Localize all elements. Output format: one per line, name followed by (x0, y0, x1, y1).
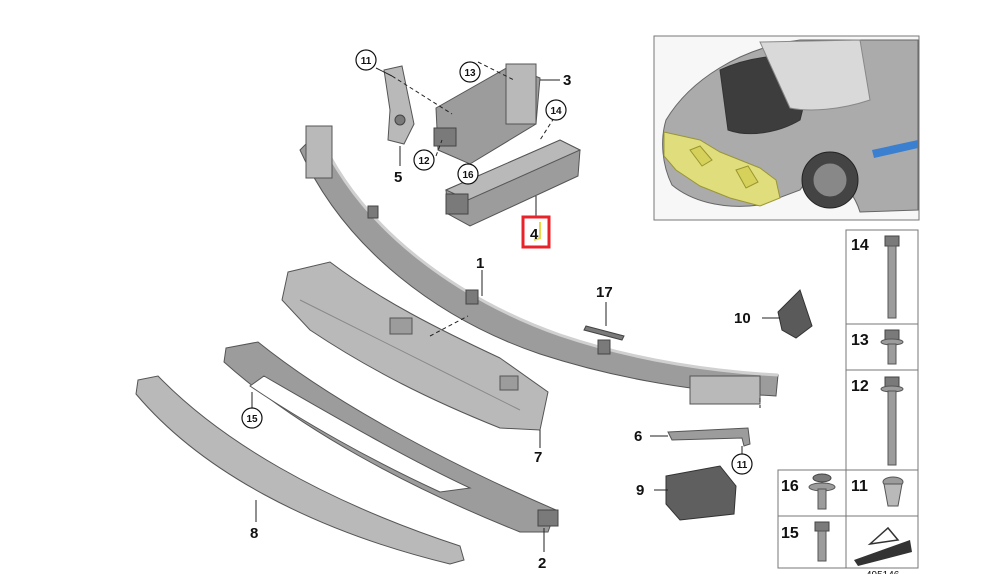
callout-16: 16 (457, 163, 479, 185)
highlight-box-4 (521, 215, 551, 249)
fastener-label-11: 11 (851, 478, 868, 495)
svg-text:12: 12 (418, 156, 430, 167)
svg-text:16: 16 (462, 170, 474, 181)
part-1-carrier (299, 125, 779, 405)
fastener-cell-13 (845, 323, 919, 371)
callout-5: 5 (394, 169, 402, 186)
part-7-absorber (281, 261, 549, 431)
svg-text:11: 11 (361, 56, 372, 67)
fastener-cell-16 (777, 469, 847, 517)
fastener-label-12: 12 (851, 378, 869, 395)
car-windshield (759, 39, 871, 111)
bolt-14-icon (884, 235, 900, 319)
callout-17: 17 (596, 284, 613, 301)
callout-1: 1 (476, 255, 484, 272)
callout-11-top: 11 (355, 49, 377, 71)
callout-7: 7 (534, 449, 542, 466)
part-4-deformation-element (444, 139, 582, 227)
part-17-pin (583, 325, 625, 341)
car-wheel-rim (812, 162, 848, 198)
fastener-symbol-icon (854, 526, 912, 566)
bolt-13-icon (880, 329, 904, 365)
callout-12: 12 (413, 149, 435, 171)
part-6-bracket (667, 427, 751, 447)
bolt-12-icon (880, 376, 904, 466)
fastener-cell-14 (845, 229, 919, 325)
callout-9: 9 (636, 482, 644, 499)
svg-text:11: 11 (737, 460, 748, 471)
part-3-bracket (433, 63, 541, 165)
fastener-label-13: 13 (851, 332, 869, 349)
part-2-frame (223, 341, 559, 533)
fastener-cell-15 (777, 515, 847, 569)
part-9-block (665, 465, 737, 521)
part-10-clip (777, 289, 813, 339)
part-5-plate (383, 65, 415, 145)
screw-16-icon (808, 473, 836, 510)
callout-14: 14 (545, 99, 567, 121)
callout-10: 10 (734, 310, 751, 327)
callout-4: 4 (530, 226, 539, 243)
car-blue-accent (872, 140, 918, 158)
fastener-panel: 14 13 12 16 11 15 (777, 229, 919, 569)
car-inset (653, 35, 920, 221)
callout-6: 6 (634, 428, 642, 445)
part-8-cover (135, 375, 465, 565)
fastener-label-15: 15 (781, 525, 799, 542)
leader-lines (251, 61, 780, 552)
callout-2: 2 (538, 555, 546, 572)
fastener-label-14: 14 (851, 237, 869, 254)
screw-11-icon (882, 476, 904, 507)
callout-13: 13 (459, 61, 481, 83)
highlight-yellow-mark (533, 222, 541, 241)
reference-number: 495146 (866, 570, 900, 574)
callout-15: 15 (241, 407, 263, 429)
car-highlighted-brackets (689, 145, 759, 189)
svg-text:15: 15 (246, 414, 258, 425)
fastener-label-16: 16 (781, 478, 799, 495)
callout-11-bottom: 11 (731, 453, 753, 475)
bolt-15-icon (814, 521, 830, 562)
callout-8: 8 (250, 525, 258, 542)
svg-text:13: 13 (464, 68, 476, 79)
callout-3: 3 (563, 72, 571, 89)
fastener-cell-11 (845, 469, 919, 517)
svg-text:14: 14 (550, 106, 562, 117)
fastener-cell-12 (845, 369, 919, 471)
